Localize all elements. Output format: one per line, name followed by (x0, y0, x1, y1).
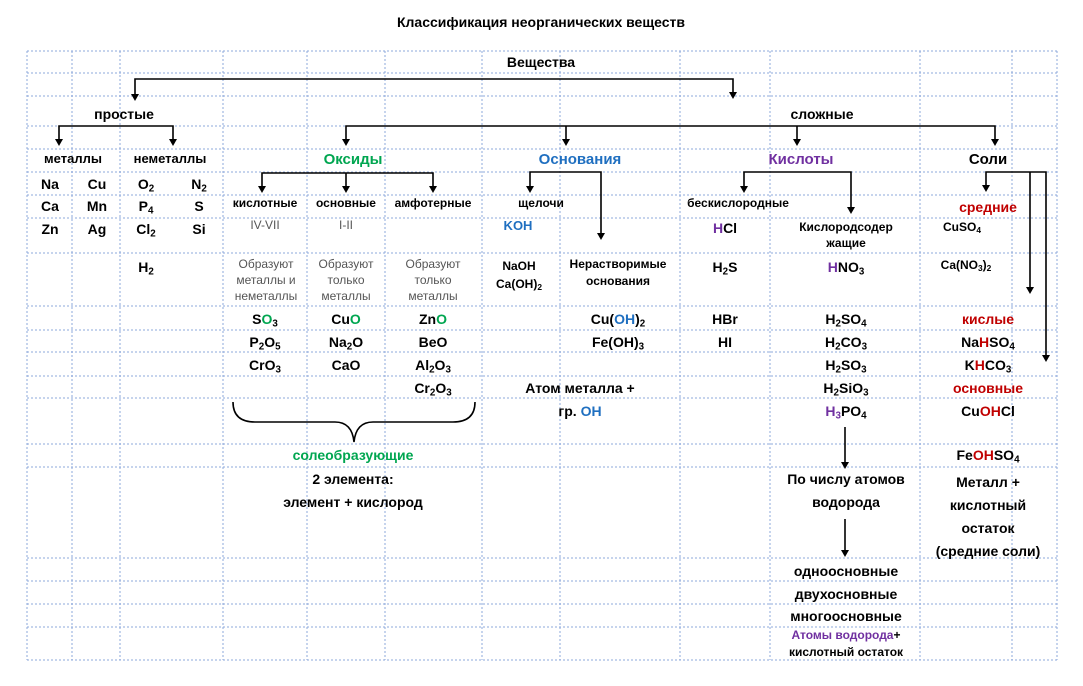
formula-hno3: HNO3 (827, 259, 865, 278)
acid-polybasic: многоосновные (790, 608, 902, 624)
acid-definition-1: Атомы водорода+ (791, 628, 901, 642)
salt-forming-label: солеобразующие (292, 447, 414, 463)
nonmetal-p4: P4 (138, 198, 154, 217)
nonmetal-n2: N2 (191, 176, 207, 195)
formula-so3: SO3 (252, 311, 278, 330)
arrow-substances-split (134, 78, 734, 96)
salt-forming-brace (232, 401, 476, 443)
formula-hi: HI (718, 334, 732, 350)
formula-feoh3: Fe(OH)3 (591, 334, 645, 353)
base-definition-2: гр. OH (558, 403, 602, 419)
formula-h3po4: H3PO4 (825, 403, 867, 422)
arrowhead-acids (793, 139, 801, 146)
arrowhead-bases (562, 139, 570, 146)
header-complex: сложные (790, 106, 854, 122)
metal-zn: Zn (41, 221, 59, 237)
arrowhead-simple (131, 94, 139, 101)
acid-dibasic: двухосновные (794, 586, 898, 602)
nonmetal-si: Si (192, 221, 206, 237)
header-acids: Кислоты (768, 151, 834, 168)
formula-cuoh2: Cu(OH)2 (590, 311, 646, 330)
header-salts: Соли (968, 151, 1008, 168)
header-metals: металлы (44, 151, 102, 166)
arrowhead-complex (729, 92, 737, 99)
acid-oxygenfree-label: бескислородные (687, 196, 789, 210)
formula-cro3: CrO3 (249, 357, 281, 376)
formula-h2so3: H2SO3 (825, 357, 867, 376)
arrowhead-nonmetals (169, 139, 177, 146)
arrowhead-metals (55, 139, 63, 146)
nonmetal-o2: O2 (137, 176, 155, 195)
oxide-acidic-valence: IV-VII (250, 218, 280, 232)
formula-koh: KOH (503, 218, 533, 233)
formula-na2o: Na2O (328, 334, 364, 353)
formula-h2sio3: H2SiO3 (823, 380, 869, 399)
header-substances: Вещества (506, 54, 576, 70)
formula-cuso4: CuSO4 (942, 220, 982, 236)
formula-cano32: Ca(NO3)2 (940, 258, 992, 274)
arrow-simple-split (58, 125, 174, 139)
salt-normal-label: средние (959, 199, 1017, 215)
acid-monobasic: одноосновные (793, 563, 899, 579)
formula-al2o3: Al2O3 (415, 357, 451, 376)
formula-hcl: HCl (712, 220, 738, 236)
oxide-definition-2: элемент + кислород (283, 494, 423, 510)
page-title: Классификация неорганических веществ (396, 14, 686, 30)
oxide-acidic-label: кислотные (232, 196, 298, 210)
header-oxides: Оксиды (323, 151, 383, 168)
metal-ag: Ag (87, 221, 107, 237)
nonmetal-cl2: Cl2 (136, 221, 156, 240)
formula-cr2o3: Cr2O3 (414, 380, 452, 399)
arrowhead-oxides (342, 139, 350, 146)
formula-naoh-caoh: NaOH Ca(OH)2 (495, 259, 543, 293)
metal-cu: Cu (87, 176, 107, 192)
header-nonmetals: неметаллы (133, 151, 207, 166)
formula-cao: CaO (331, 357, 361, 373)
formula-p2o5: P2O5 (249, 334, 281, 353)
formula-h2co3: H2CO3 (824, 334, 868, 353)
arrow-complex-split (345, 125, 963, 139)
header-bases: Основания (538, 151, 622, 168)
metal-mn: Mn (86, 198, 108, 214)
oxide-basic-label: основные (316, 196, 376, 210)
nonmetal-s: S (194, 198, 204, 214)
salt-acidic-label: кислые (961, 311, 1015, 327)
formula-feohso4: FeOHSO4 (956, 447, 1020, 466)
salt-basic-label: основные (953, 380, 1023, 396)
acid-by-hydrogen-1: По числу атомов (787, 471, 905, 487)
formula-zno: ZnO (419, 311, 447, 327)
oxide-basic-valence: I-II (339, 218, 353, 232)
metal-ca: Ca (41, 198, 59, 214)
formula-h2so4: H2SO4 (825, 311, 867, 330)
acid-definition-2: кислотный остаток (788, 645, 904, 659)
acid-by-hydrogen-2: водорода (812, 494, 880, 510)
header-simple: простые (94, 106, 154, 122)
formula-beo: BeO (418, 334, 448, 350)
oxide-definition-1: 2 элемента: (312, 471, 394, 487)
formula-cuo: CuO (331, 311, 361, 327)
formula-cuohcl: CuOHCl (961, 403, 1015, 419)
oxide-amphoteric-label: амфотерные (394, 196, 472, 210)
metal-na: Na (41, 176, 59, 192)
base-alkali-label: щелочи (518, 196, 564, 210)
nonmetal-h2: H2 (138, 259, 154, 278)
base-definition-1: Атом металла + (525, 380, 635, 396)
formula-hbr: HBr (712, 311, 738, 327)
arrowhead-salts (991, 139, 999, 146)
formula-khco3: KHCO3 (964, 357, 1012, 376)
formula-h2s: H2S (712, 259, 738, 278)
formula-nahso4: NaHSO4 (961, 334, 1015, 353)
